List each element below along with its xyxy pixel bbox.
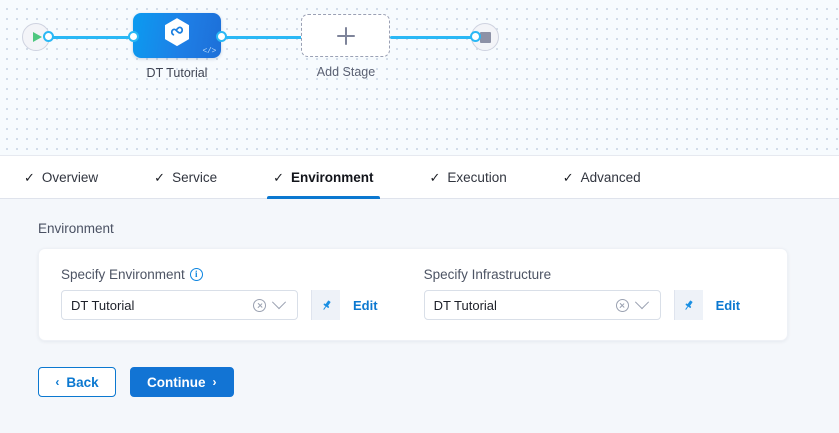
- chevron-down-icon[interactable]: [634, 295, 649, 310]
- tab-advanced[interactable]: ✓ Advanced: [557, 156, 647, 198]
- info-icon[interactable]: i: [189, 268, 203, 281]
- infrastructure-select-value: DT Tutorial: [433, 297, 497, 313]
- check-icon: ✓: [429, 169, 441, 185]
- tab-environment[interactable]: ✓ Environment: [267, 156, 380, 199]
- check-icon: ✓: [154, 169, 166, 185]
- specify-environment-label: Specify Environment i: [61, 267, 378, 282]
- field-label-text: Specify Environment: [61, 267, 185, 282]
- tab-overview[interactable]: ✓ Overview: [18, 156, 104, 198]
- field-label-text: Specify Infrastructure: [423, 267, 552, 282]
- specify-infrastructure-label: Specify Infrastructure: [424, 267, 741, 282]
- chevron-down-icon[interactable]: [271, 295, 287, 310]
- tab-label: Service: [172, 169, 218, 185]
- stage-node-input-port[interactable]: [128, 31, 139, 42]
- specify-environment-controls: DT Tutorial Edit: [61, 290, 378, 320]
- check-icon: ✓: [273, 169, 284, 185]
- infrastructure-select[interactable]: DT Tutorial: [423, 290, 661, 320]
- tab-execution[interactable]: ✓ Execution: [424, 156, 513, 198]
- tab-label: Execution: [447, 169, 507, 185]
- specify-environment-field: Specify Environment i DT Tutorial: [61, 267, 378, 320]
- environment-edit-link[interactable]: Edit: [353, 297, 378, 313]
- tab-service[interactable]: ✓ Service: [148, 156, 223, 198]
- play-icon: [33, 32, 42, 42]
- hexagon-link-icon: [163, 17, 191, 52]
- add-stage-label: Add Stage: [316, 65, 376, 79]
- code-badge-icon: </>: [202, 47, 216, 56]
- stage-node-output-port[interactable]: [216, 31, 227, 42]
- stage-node-label: DT Tutorial: [146, 66, 208, 80]
- chevron-right-icon: ›: [212, 375, 217, 389]
- pin-icon: [322, 300, 331, 310]
- specify-infrastructure-controls: DT Tutorial Edit: [423, 290, 741, 320]
- clear-icon[interactable]: [253, 298, 266, 312]
- continue-button-label: Continue: [147, 374, 206, 390]
- add-stage-button[interactable]: [301, 14, 390, 57]
- stage-node-dt-tutorial[interactable]: </>: [133, 13, 221, 58]
- back-button[interactable]: ‹ Back: [38, 367, 116, 397]
- specify-infrastructure-field: Specify Infrastructure DT Tutorial: [423, 267, 741, 320]
- connector-edge-start-to-stage: [44, 36, 136, 39]
- stop-icon: [479, 31, 491, 43]
- continue-button[interactable]: Continue ›: [130, 367, 234, 397]
- back-button-label: Back: [66, 374, 99, 390]
- chevron-left-icon: ‹: [55, 375, 60, 389]
- pipeline-canvas[interactable]: </> DT Tutorial Add Stage: [0, 0, 839, 155]
- infrastructure-edit-link[interactable]: Edit: [715, 297, 741, 313]
- plus-icon: [336, 26, 355, 45]
- clear-icon[interactable]: [615, 298, 629, 312]
- stage-tabs: ✓ Overview ✓ Service ✓ Environment ✓ Exe…: [0, 155, 839, 199]
- tab-label: Overview: [41, 169, 99, 185]
- tab-label: Environment: [291, 169, 374, 185]
- section-title: Environment: [38, 221, 114, 236]
- wizard-actions: ‹ Back Continue ›: [38, 367, 839, 397]
- environment-pin-button[interactable]: [311, 290, 340, 320]
- end-node-input-port[interactable]: [470, 31, 481, 42]
- connector-edge-add-to-end: [390, 36, 476, 39]
- start-node-output-port[interactable]: [43, 31, 54, 42]
- environment-select[interactable]: DT Tutorial: [61, 290, 298, 320]
- environment-select-value: DT Tutorial: [71, 297, 135, 313]
- check-icon: ✓: [24, 169, 35, 185]
- connector-edge-stage-to-add: [222, 36, 302, 39]
- check-icon: ✓: [562, 169, 574, 185]
- environment-panel: Environment Specify Environment i DT Tut…: [0, 199, 839, 433]
- tab-label: Advanced: [580, 169, 641, 185]
- infrastructure-pin-button[interactable]: [673, 290, 703, 320]
- environment-card: Specify Environment i DT Tutorial: [38, 248, 788, 341]
- pin-icon: [685, 300, 693, 310]
